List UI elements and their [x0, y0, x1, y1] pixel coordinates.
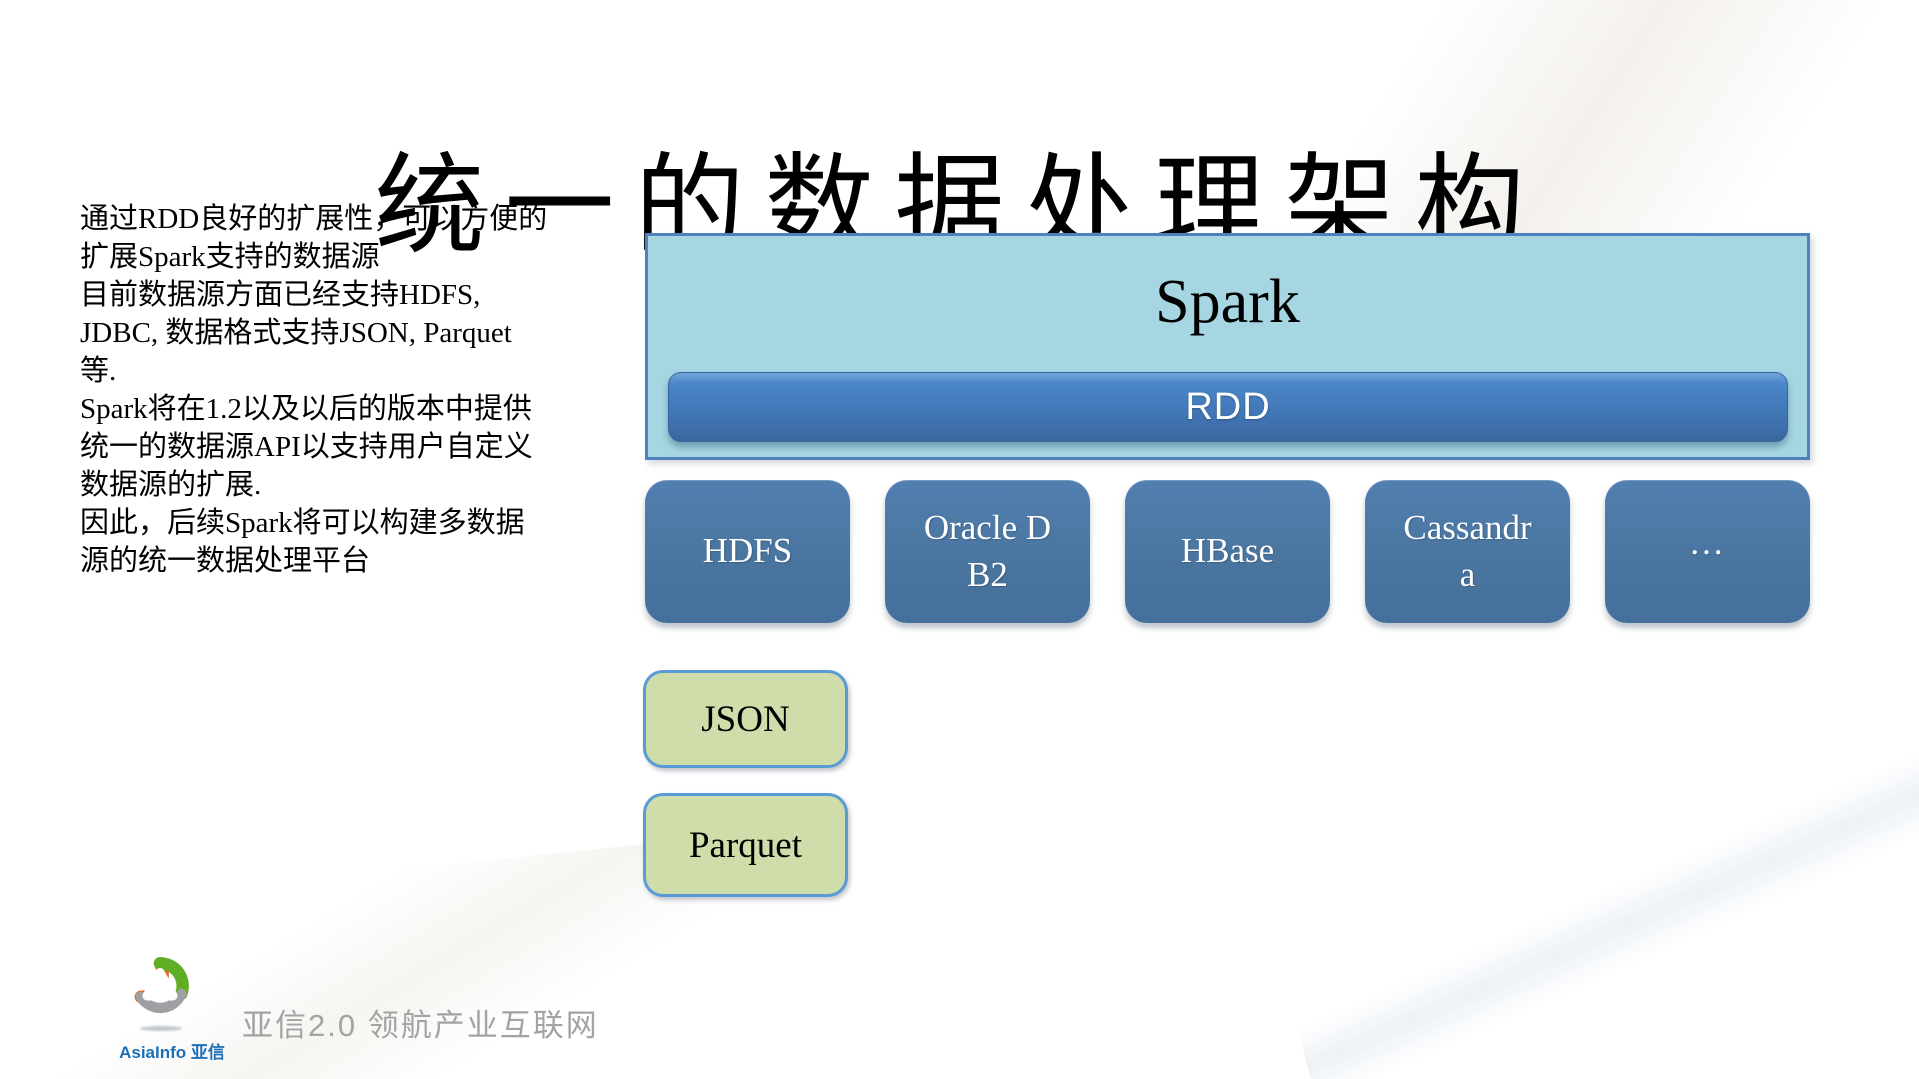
asiainfo-logo-text: AsiaInfo 亚信 [119, 1043, 225, 1062]
intro-line: 等. [80, 355, 117, 387]
data-source-row: HDFS Oracle DB2 HBase Cassandra … [645, 480, 1810, 623]
intro-line: 统一的数据源API以支持用户自定义 [80, 431, 533, 463]
source-label: Oracle DB2 [923, 508, 1052, 594]
source-label: … [1689, 523, 1726, 563]
source-box-hbase: HBase [1125, 480, 1330, 623]
source-label: Cassandra [1403, 508, 1532, 594]
source-box-hdfs: HDFS [645, 480, 850, 623]
intro-line: 数据源的扩展. [80, 469, 262, 501]
source-box-oracle-db2: Oracle DB2 [885, 480, 1090, 623]
intro-line: Spark将在1.2以及以后的版本中提供 [80, 393, 532, 425]
source-label: HBase [1180, 531, 1275, 571]
rdd-bar: RDD [668, 372, 1788, 442]
intro-line: 通过RDD良好的扩展性，可以方便的 [80, 203, 548, 235]
intro-line: JDBC, 数据格式支持JSON, Parquet [80, 317, 512, 349]
background-streak-bottom-right [1259, 691, 1919, 1079]
source-box-more: … [1605, 480, 1810, 623]
intro-line: 目前数据源方面已经支持HDFS, [80, 279, 481, 311]
rdd-label: RDD [1185, 385, 1271, 428]
format-box-parquet: Parquet [643, 793, 848, 897]
spark-label: Spark [1155, 268, 1300, 336]
format-box-json: JSON [643, 670, 848, 768]
source-box-cassandra: Cassandra [1365, 480, 1570, 623]
intro-line: 扩展Spark支持的数据源 [80, 241, 380, 273]
asiainfo-logo-icon [134, 957, 189, 1014]
intro-line: 因此，后续Spark将可以构建多数据 [80, 507, 525, 539]
footer-slogan: 亚信2.0 领航产业互联网 [242, 1008, 599, 1043]
source-label: HDFS [702, 531, 793, 571]
format-label: JSON [701, 698, 790, 740]
intro-line: 源的统一数据处理平台 [80, 545, 371, 577]
logo-reflection [140, 1026, 182, 1031]
format-label: Parquet [688, 824, 803, 866]
intro-text-block: 通过RDD良好的扩展性，可以方便的 扩展Spark支持的数据源 目前数据源方面已… [80, 200, 592, 580]
asiainfo-logo: AsiaInfo 亚信 [112, 950, 232, 1070]
